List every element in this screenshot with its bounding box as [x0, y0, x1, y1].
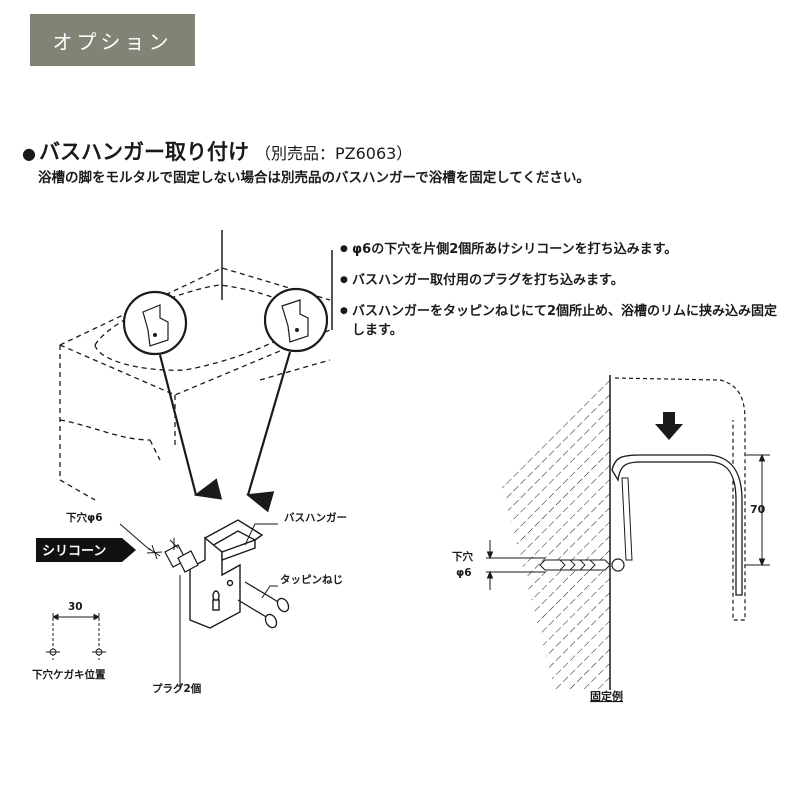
tapping-screw-icon — [237, 581, 290, 629]
spacing-dimension: 30 — [68, 601, 83, 613]
hole-label-line1: 下穴 — [452, 550, 473, 563]
heading-title: バスハンガー取り付け — [38, 140, 249, 164]
section-tag: オプション — [30, 14, 195, 66]
plug-icon — [164, 544, 199, 573]
label-leaders — [119, 523, 278, 690]
section-description: 浴槽の脚をモルタルで固定しない場合は別売品のバスハンガーで浴槽を固定してください… — [38, 170, 590, 186]
arrow-left — [158, 354, 223, 500]
bathtub-illustration — [59, 230, 333, 501]
bullet-dot-icon: ● — [22, 143, 36, 163]
bath-hanger-part — [189, 519, 264, 629]
height-dimension: 70 — [750, 503, 766, 516]
pilot-hole-label: 下穴φ6 — [66, 511, 103, 524]
tapping-screw-label: タッピンねじ — [280, 574, 343, 586]
silicone-badge: シリコーン — [36, 538, 136, 562]
instruction-item: バスハンガー取付用のプラグを打ち込みます。 — [340, 271, 790, 290]
instruction-list: φ6の下穴を片側2個所あけシリコーンを打ち込みます。 バスハンガー取付用のプラグ… — [340, 240, 790, 352]
hole-label-line2: φ6 — [456, 567, 472, 579]
marking-position-diagram — [46, 613, 106, 660]
silicone-mark-icon — [146, 538, 179, 560]
example-caption: 固定例 — [590, 689, 623, 703]
section-heading: ●バスハンガー取り付け （別売品：PZ6063） — [22, 136, 412, 166]
marking-position-label: 下穴ケガキ位置 — [32, 668, 106, 681]
instruction-item: バスハンガーをタッピンねじにて2個所止め、浴槽のリムに挟み込み固定します。 — [340, 302, 790, 340]
bath-hanger-label: バスハンガー — [284, 511, 347, 524]
detail-circle-left — [122, 290, 188, 356]
arrow-right — [245, 351, 292, 513]
instruction-item: φ6の下穴を片側2個所あけシリコーンを打ち込みます。 — [340, 240, 790, 259]
plug-label: プラグ2個 — [152, 682, 201, 695]
cross-section-example — [486, 375, 770, 690]
silicone-label: シリコーン — [42, 544, 106, 559]
heading-subtitle: （別売品：PZ6063） — [254, 144, 413, 163]
detail-circle-right — [263, 287, 329, 353]
